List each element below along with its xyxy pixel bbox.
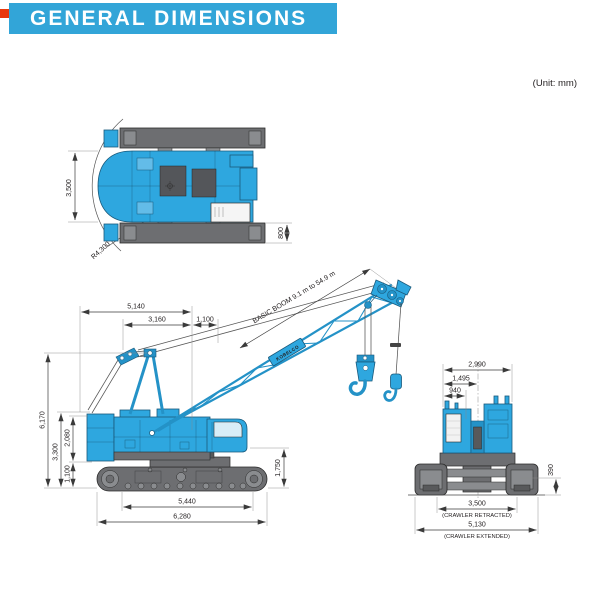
svg-text:1,495: 1,495 bbox=[452, 376, 470, 383]
dim-rear-track-extended: 5,130 (CRAWLER EXTENDED) bbox=[416, 522, 537, 540]
svg-text:5,130: 5,130 bbox=[468, 522, 486, 529]
dim-plan-tail-radius: R4,300 bbox=[90, 241, 112, 261]
bridle bbox=[115, 347, 140, 366]
winch-block bbox=[191, 168, 217, 198]
plan-crawler-top bbox=[119, 127, 266, 149]
svg-text:3,500: 3,500 bbox=[66, 179, 73, 197]
svg-text:BASIC BOOM 9.1 m to 54.9 m: BASIC BOOM 9.1 m to 54.9 m bbox=[252, 270, 337, 325]
svg-text:5,140: 5,140 bbox=[127, 304, 145, 311]
aux-hook bbox=[383, 302, 402, 402]
svg-text:3,160: 3,160 bbox=[148, 317, 166, 324]
main-hook-block bbox=[348, 307, 376, 396]
svg-text:800: 800 bbox=[278, 227, 285, 239]
plan-superstructure bbox=[97, 129, 258, 242]
svg-text:3,300: 3,300 bbox=[53, 443, 60, 461]
svg-text:1,100: 1,100 bbox=[196, 317, 214, 324]
dim-rear-width-half: 1,495 bbox=[444, 376, 477, 387]
engine-block bbox=[159, 165, 187, 197]
svg-text:940: 940 bbox=[449, 388, 461, 395]
dim-rear-track-retracted: 3,500 (CRAWLER RETRACTED) bbox=[438, 501, 516, 519]
dim-side-top-rear: 3,160 bbox=[124, 317, 191, 328]
dim-side-height-cab: 3,300 bbox=[53, 413, 64, 487]
page-title: GENERAL DIMENSIONS bbox=[30, 6, 308, 30]
rear-view: 2,990 1,495 940 390 bbox=[408, 362, 561, 540]
axle bbox=[446, 481, 507, 491]
dim-side-height-boom-foot: 1,750 bbox=[275, 449, 287, 487]
svg-text:6,280: 6,280 bbox=[173, 514, 191, 521]
unit-note: (Unit: mm) bbox=[532, 78, 577, 89]
dim-side-height-carbody: 1,100 bbox=[65, 463, 76, 487]
dim-rear-width-side: 940 bbox=[444, 388, 465, 399]
axle bbox=[446, 468, 507, 478]
svg-text:2,990: 2,990 bbox=[468, 362, 486, 369]
svg-text:1,750: 1,750 bbox=[275, 459, 282, 477]
rear-superstructure bbox=[439, 395, 516, 467]
dim-plan-shoe-width: 800 bbox=[266, 222, 292, 244]
svg-text:3,500: 3,500 bbox=[468, 501, 486, 508]
svg-text:(CRAWLER RETRACTED): (CRAWLER RETRACTED) bbox=[442, 513, 512, 519]
boom-hoist-rope bbox=[91, 362, 123, 414]
dim-boom-range: BASIC BOOM 9.1 m to 54.9 m bbox=[239, 268, 397, 349]
dim-plan-body-width: 3,500 bbox=[66, 150, 98, 223]
side-crawler bbox=[96, 466, 268, 492]
counterweight bbox=[86, 413, 115, 462]
side-view: KOBELCO bbox=[40, 268, 412, 526]
side-superstructure bbox=[86, 408, 248, 462]
svg-text:2,080: 2,080 bbox=[65, 429, 72, 447]
svg-text:390: 390 bbox=[548, 464, 555, 476]
plan-crawler-bottom bbox=[119, 222, 266, 244]
dim-rear-ground-clearance: 390 bbox=[548, 464, 559, 494]
svg-text:5,440: 5,440 bbox=[178, 499, 196, 506]
svg-text:6,170: 6,170 bbox=[40, 411, 47, 429]
boom-hoist-rope bbox=[87, 359, 119, 411]
dim-side-height-upper: 2,080 bbox=[65, 417, 76, 461]
dim-side-crawler-overall: 6,280 bbox=[98, 514, 266, 525]
track-rollers bbox=[124, 467, 247, 490]
pendant-rope bbox=[139, 288, 388, 357]
dim-rear-width-upper: 2,990 bbox=[444, 362, 511, 373]
cab-window bbox=[213, 421, 243, 438]
dim-side-tumbler-distance: 5,440 bbox=[123, 499, 252, 510]
rear-crawlers bbox=[414, 463, 539, 496]
dim-side-top-total: 5,140 bbox=[81, 304, 191, 315]
red-accent-square bbox=[0, 9, 9, 18]
svg-text:R4,300: R4,300 bbox=[90, 241, 112, 261]
svg-text:1,100: 1,100 bbox=[65, 465, 72, 483]
gantry bbox=[128, 348, 165, 415]
section-header-banner: GENERAL DIMENSIONS bbox=[9, 3, 337, 34]
dim-side-top-front: 1,100 bbox=[193, 317, 217, 328]
plan-view: 3,500 R4,300 800 bbox=[66, 118, 292, 261]
svg-text:(CRAWLER EXTENDED): (CRAWLER EXTENDED) bbox=[444, 534, 510, 540]
boom-butt bbox=[239, 167, 258, 201]
boom-foot-pin bbox=[149, 430, 155, 436]
dim-side-height-total: 6,170 bbox=[40, 354, 51, 487]
plan-cab bbox=[210, 202, 251, 223]
